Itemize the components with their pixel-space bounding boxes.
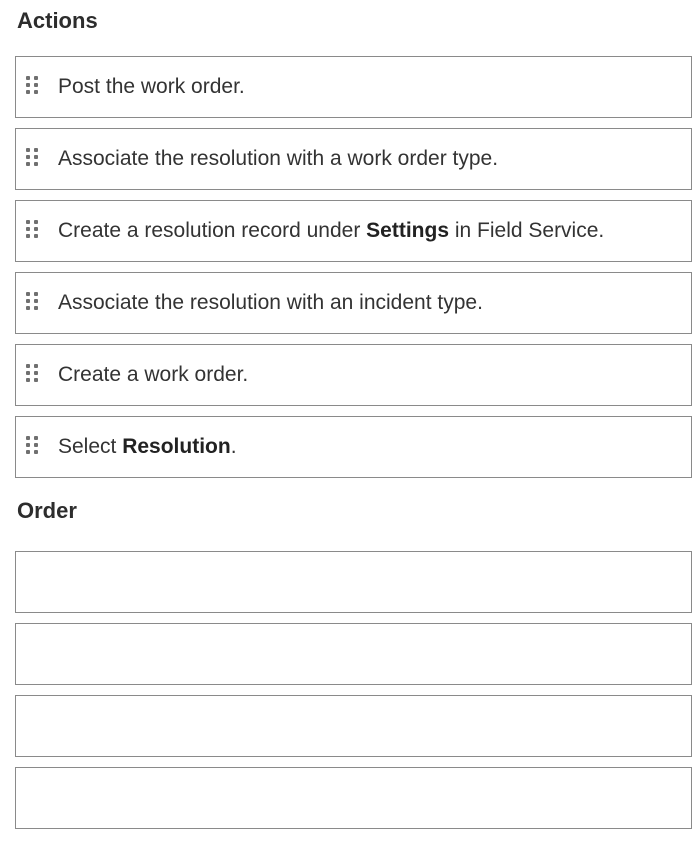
actions-list: Post the work order. Associate the resol… (15, 56, 692, 488)
action-item-post-work-order[interactable]: Post the work order. (15, 56, 692, 118)
action-item-associate-incident-type[interactable]: Associate the resolution with an inciden… (15, 272, 692, 334)
order-slot-2[interactable] (15, 623, 692, 685)
drag-handle-icon[interactable] (26, 76, 40, 98)
order-slot-1[interactable] (15, 551, 692, 613)
action-label: Create a resolution record under Setting… (58, 219, 605, 242)
action-label: Associate the resolution with a work ord… (58, 147, 499, 170)
drag-handle-icon[interactable] (26, 220, 40, 242)
action-label: Select Resolution. (58, 435, 237, 458)
action-label: Create a work order. (58, 363, 249, 386)
order-drop-zone (15, 551, 692, 839)
drag-handle-icon[interactable] (26, 364, 40, 386)
drag-handle-icon[interactable] (26, 148, 40, 170)
drag-handle-icon[interactable] (26, 292, 40, 314)
actions-heading: Actions (17, 8, 98, 33)
action-item-select-resolution[interactable]: Select Resolution. (15, 416, 692, 478)
order-heading: Order (17, 498, 77, 523)
action-label: Post the work order. (58, 75, 245, 98)
action-item-create-resolution-record[interactable]: Create a resolution record under Setting… (15, 200, 692, 262)
drag-handle-icon[interactable] (26, 436, 40, 458)
action-label: Associate the resolution with an inciden… (58, 291, 483, 314)
order-slot-4[interactable] (15, 767, 692, 829)
order-slot-3[interactable] (15, 695, 692, 757)
action-item-associate-work-order-type[interactable]: Associate the resolution with a work ord… (15, 128, 692, 190)
action-item-create-work-order[interactable]: Create a work order. (15, 344, 692, 406)
